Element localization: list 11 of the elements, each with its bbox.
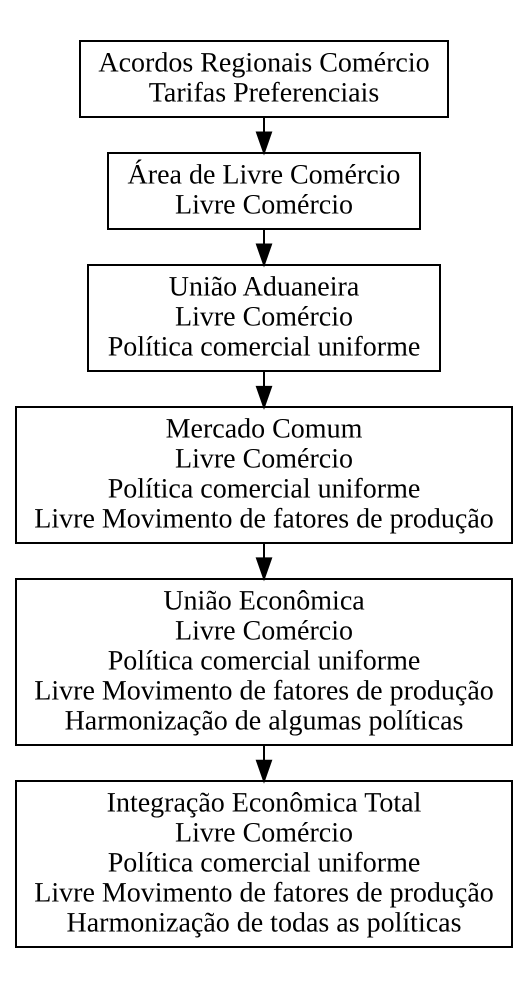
arrow [256, 228, 272, 268]
arrow [256, 371, 272, 410]
node-box: Área de Livre Comércio Livre Comércio [107, 152, 421, 230]
node-box: Mercado Comum Livre Comércio Política comercial uniforme Livre Movimento de fatores de produção [15, 406, 513, 544]
arrow [256, 744, 272, 784]
node-box: União Econômica Livre Comércio Política comercial uniforme Livre Movimento de fatores de produção Harmonização de algumas políticas [15, 578, 513, 746]
node-box: Acordos Regionais Comércio Tarifas Preferenciais [79, 40, 449, 118]
arrow [256, 542, 272, 581]
arrow [256, 117, 272, 155]
node-box: União Aduaneira Livre Comércio Política comercial uniforme [87, 264, 441, 372]
node-box: Integração Econômica Total Livre Comércio Política comercial uniforme Livre Movimento de fatores de produção Harmonização de todas as políticas [15, 780, 513, 948]
